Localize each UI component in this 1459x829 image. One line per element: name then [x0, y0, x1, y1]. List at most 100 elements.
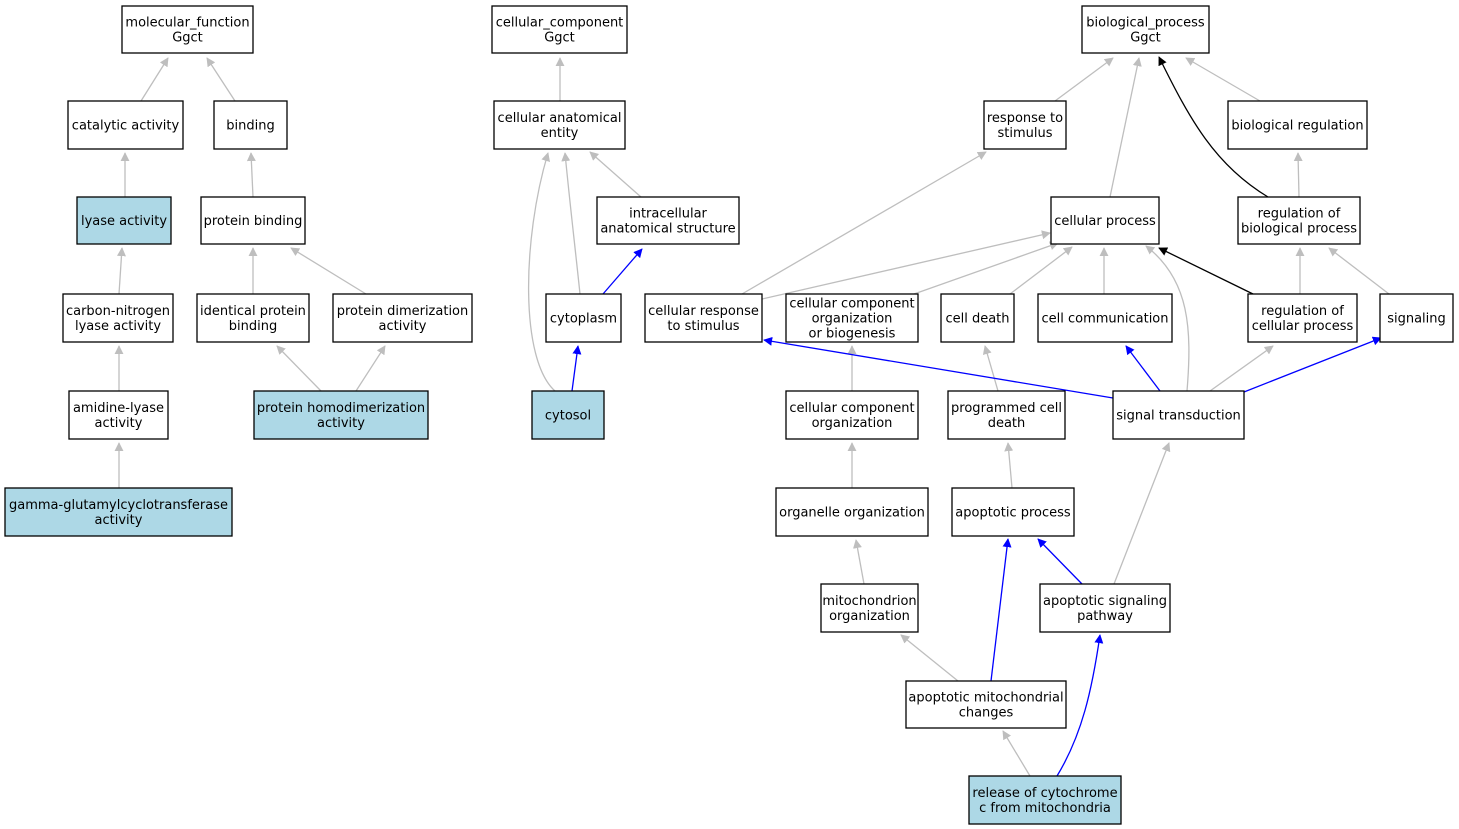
edge-signaling-to-rbp: [1328, 247, 1390, 295]
edge-cat-to-mf: [140, 57, 169, 102]
node-label: cell communication: [1041, 312, 1168, 327]
node-label: changes: [959, 706, 1014, 721]
node-box: [200, 196, 306, 245]
node-label: signal transduction: [1116, 409, 1241, 424]
edge-amc-to-mo: [900, 634, 959, 682]
node-label: cellular component: [789, 297, 914, 312]
edge-bind-to-mf: [206, 57, 236, 102]
node-box: [775, 487, 929, 537]
node-st[interactable]: signal transduction: [1112, 390, 1245, 440]
node-signaling[interactable]: signaling: [1379, 293, 1454, 343]
node-oo[interactable]: organelle organization: [775, 487, 929, 537]
edge-rbp-to-breg: [1293, 152, 1303, 198]
node-box: [1237, 196, 1361, 245]
node-cdeath[interactable]: cell death: [940, 293, 1015, 343]
node-box: [785, 293, 919, 343]
edge-st-to-ccomm: [1125, 345, 1161, 392]
edge-cyto-to-ias: [602, 248, 643, 295]
node-box: [947, 390, 1066, 440]
node-cproc[interactable]: cellular process: [1050, 196, 1160, 245]
node-label: or biogenesis: [809, 327, 896, 342]
node-box: [531, 390, 605, 440]
node-label: stimulus: [997, 126, 1052, 141]
edge-amc-to-ap: [990, 538, 1012, 682]
edge-ccob-to-cproc: [913, 241, 1059, 295]
edge-pdimer-to-pbind: [290, 247, 367, 295]
edge-st-to-signaling: [1243, 336, 1382, 393]
node-label: cellular_component: [496, 16, 624, 31]
node-ccomm[interactable]: cell communication: [1037, 293, 1173, 343]
node-label: mitochondrion: [822, 594, 916, 609]
node-box: [491, 5, 628, 54]
node-label: activity: [379, 319, 427, 334]
node-label: regulation of: [1258, 207, 1341, 222]
edge-asp-to-ap: [1037, 538, 1083, 585]
edges-layer: [114, 56, 1390, 777]
node-box: [1037, 293, 1173, 343]
node-box: [253, 390, 429, 440]
node-lyase[interactable]: lyase activity: [76, 196, 172, 245]
node-label: molecular_function: [125, 16, 249, 31]
node-cyto[interactable]: cytoplasm: [545, 293, 622, 343]
node-cat[interactable]: catalytic activity: [67, 100, 184, 150]
node-label: organelle organization: [779, 506, 925, 521]
node-label: signaling: [1387, 312, 1446, 327]
node-box: [1379, 293, 1454, 343]
edge-st-to-cproc: [1145, 245, 1190, 392]
edge-rcyt-to-amc: [1002, 730, 1031, 777]
node-box: [785, 390, 919, 440]
edge-asp-to-st: [1113, 442, 1171, 585]
edge-pbind-to-bind: [246, 152, 256, 198]
node-label: regulation of: [1261, 304, 1344, 319]
node-bind[interactable]: binding: [213, 100, 288, 150]
node-label: activity: [95, 416, 143, 431]
edge-cytosol-to-cyto: [571, 345, 582, 392]
node-cytosol[interactable]: cytosol: [531, 390, 605, 440]
node-label: cell death: [945, 312, 1009, 327]
node-label: entity: [541, 126, 579, 141]
node-label: Ggct: [544, 31, 575, 46]
node-ap[interactable]: apoptotic process: [951, 487, 1075, 537]
node-pbind[interactable]: protein binding: [200, 196, 306, 245]
edge-rcp-to-cproc: [1158, 247, 1254, 295]
node-label: biological process: [1241, 222, 1357, 237]
node-box: [968, 775, 1122, 825]
node-label: protein binding: [204, 214, 303, 229]
node-label: organization: [829, 609, 910, 624]
edge-phomo-to-idpb: [276, 345, 322, 392]
node-label: activity: [95, 513, 143, 528]
node-label: cellular response: [648, 304, 759, 319]
node-label: cellular anatomical: [498, 111, 622, 126]
node-box: [820, 583, 919, 633]
edge-st-to-crts: [763, 336, 1114, 399]
node-label: Ggct: [172, 31, 203, 46]
node-label: apoptotic mitochondrial: [908, 691, 1063, 706]
node-label: c from mitochondria: [979, 801, 1111, 816]
node-label: binding: [229, 319, 277, 334]
node-box: [332, 293, 473, 343]
node-box: [596, 196, 740, 245]
node-breg[interactable]: biological regulation: [1227, 100, 1368, 150]
